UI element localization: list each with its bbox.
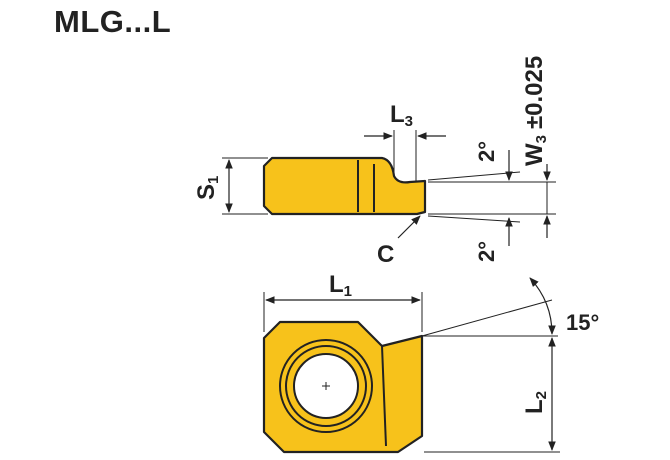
l1-label: L1 [329, 271, 352, 300]
angle-top-label: 2° [474, 141, 499, 162]
clearance-line-bottom [427, 215, 521, 223]
top-view: L1 15° L2 [262, 271, 599, 454]
angle-edge-line [421, 299, 553, 337]
clearance-line-top [427, 171, 521, 181]
diagram-title: MLG...L [54, 4, 172, 39]
side-view: S1 L3 2° 2° W3±0.025 C [193, 56, 556, 268]
angle-15-arc [529, 277, 556, 335]
w3-label: W3±0.025 [521, 56, 550, 166]
insert-side-body [262, 156, 427, 216]
s1-label: S1 [193, 176, 222, 200]
c-label: C [377, 241, 394, 268]
c-leader-line [397, 215, 421, 239]
l2-label: L2 [521, 391, 550, 414]
l3-label: L3 [390, 101, 413, 130]
mounting-hole-outer [279, 339, 373, 433]
angle-15-label: 15° [566, 310, 599, 335]
angle-bottom-label: 2° [474, 241, 499, 262]
cutting-edge-line [381, 345, 387, 447]
